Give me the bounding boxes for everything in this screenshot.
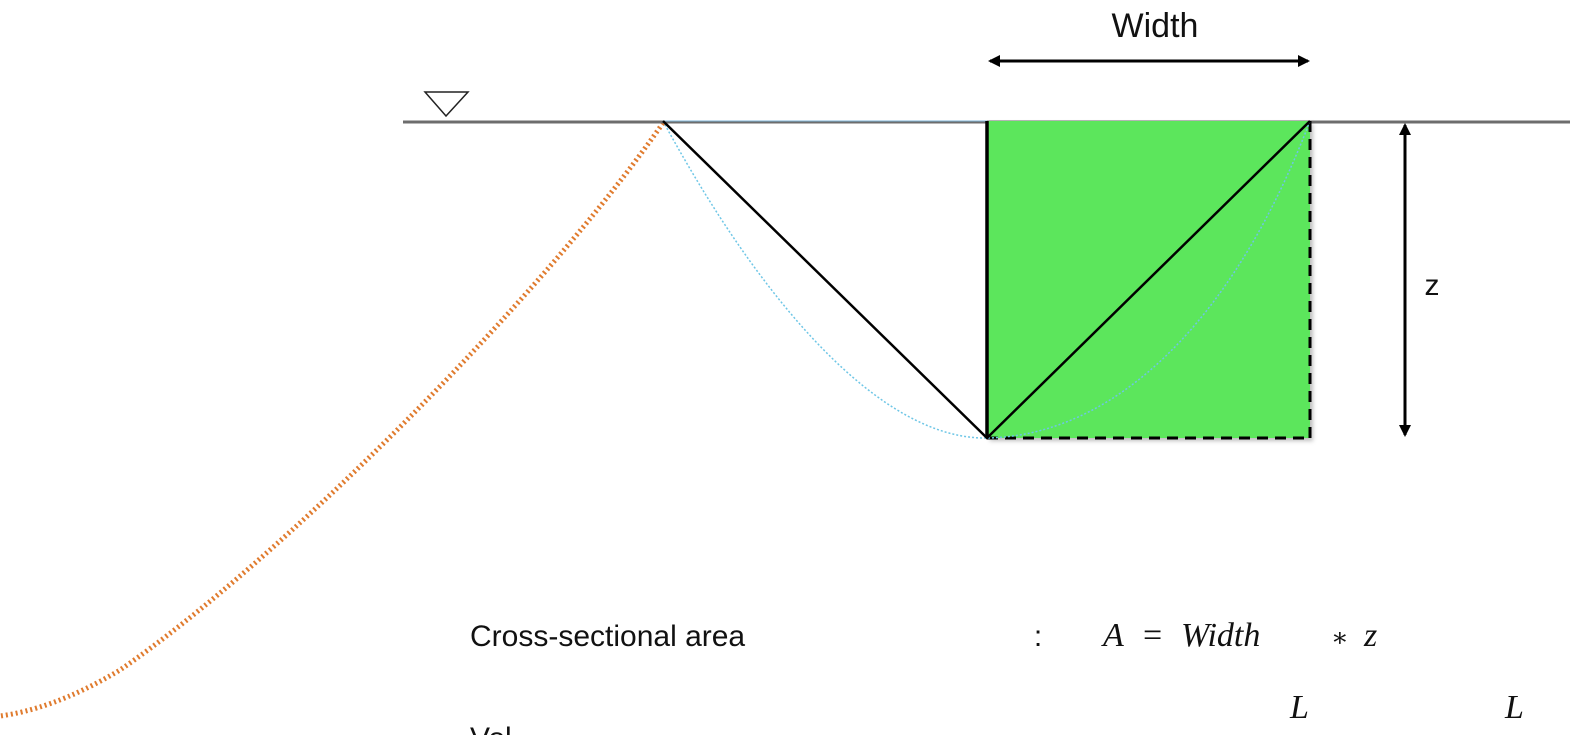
water-level-icon	[423, 91, 470, 118]
formula-expression: A = Width ∗ z	[1101, 617, 1377, 654]
formula-equals: =	[1143, 617, 1162, 654]
formula-label-area: Cross-sectional area	[470, 620, 745, 653]
triangle-outline	[662, 120, 1311, 440]
formula-label-volume: Vol	[470, 722, 512, 735]
partial-glyph-1: L	[1289, 689, 1309, 726]
formula-z-factor: z	[1363, 617, 1377, 654]
orange-dotted-curve	[0, 121, 666, 719]
formula-width-term: Width	[1181, 617, 1260, 654]
formula-operator: ∗	[1331, 623, 1349, 652]
width-label: Width	[1112, 7, 1199, 45]
blue-dotted-curve	[662, 120, 1311, 439]
depth-label: z	[1425, 269, 1440, 302]
partial-glyph-2: L	[1504, 689, 1524, 726]
formula-lhs: A	[1101, 617, 1124, 654]
formula-colon: :	[1034, 620, 1042, 653]
